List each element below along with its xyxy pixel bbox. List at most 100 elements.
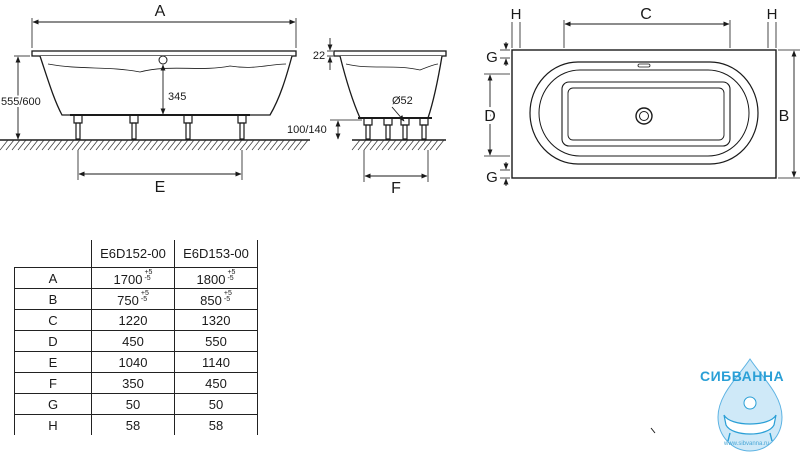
row-key: A <box>14 267 92 289</box>
cell-value: 450 <box>122 333 144 349</box>
floor-hatch-line <box>89 139 99 151</box>
column-header-model-1: E6D152-00 <box>91 240 175 268</box>
floor-hatch-line <box>387 139 397 151</box>
dim-label-e: E <box>155 179 166 196</box>
floor-hatch-line <box>53 139 63 151</box>
cell-value: 750 <box>117 292 139 308</box>
floor-hatch-line <box>269 139 279 151</box>
table-header-row: E6D152-00 E6D153-00 <box>14 240 258 268</box>
cell-model-2: 1320 <box>174 309 258 331</box>
cell-model-2: 58 <box>174 414 258 435</box>
floor-hatch-line <box>47 139 57 151</box>
floor-hatch-line <box>417 139 427 151</box>
floor-hatch-line <box>263 139 273 151</box>
tolerance-minus: -5 <box>140 295 148 303</box>
cell-model-2: 50 <box>174 393 258 415</box>
table-row: H 58 58 <box>14 414 258 435</box>
floor-hatch-line <box>11 139 21 151</box>
floor-hatch-line <box>197 139 207 151</box>
floor-hatch-line <box>17 139 27 151</box>
tolerance-plus: +5 <box>144 268 153 276</box>
floor-hatch-line <box>287 139 297 151</box>
dim-label-555-600: 555/600 <box>1 96 41 108</box>
dim-label-100-140: 100/140 <box>287 124 327 136</box>
floor-hatch-line <box>423 139 433 151</box>
floor-hatch-line <box>411 139 421 151</box>
column-header-model-2: E6D153-00 <box>174 240 258 268</box>
dim-label-345: 345 <box>168 91 186 103</box>
dim-label-c: C <box>640 6 652 23</box>
cell-value: 450 <box>205 375 227 391</box>
floor-hatch-line <box>59 139 69 151</box>
floor-hatch-line <box>257 139 267 151</box>
tolerance: +5-5 <box>227 269 235 282</box>
floor-hatch-line <box>155 139 165 151</box>
cell-value: 50 <box>208 396 224 412</box>
cell-model-2: 1800+5-5 <box>174 267 258 289</box>
row-key: G <box>14 393 92 415</box>
top-view <box>484 20 800 186</box>
floor-hatch-line <box>65 139 75 151</box>
tolerance: +5-5 <box>223 289 232 303</box>
floor-hatch-line <box>125 139 135 151</box>
floor-hatch-line <box>209 139 219 151</box>
side-view-short <box>327 38 447 182</box>
floor-hatch-line <box>41 139 51 151</box>
floor-hatch-line <box>113 139 123 151</box>
cell-model-1: 50 <box>91 393 175 415</box>
row-key: B <box>14 288 92 310</box>
floor-hatch-line <box>239 139 249 151</box>
cell-value: 58 <box>208 417 224 433</box>
stray-mark <box>650 427 656 434</box>
floor-hatch-line <box>149 139 159 151</box>
cell-model-2: 850+5-5 <box>174 288 258 310</box>
tolerance-minus: -5 <box>144 274 151 282</box>
cell-model-1: 450 <box>91 330 175 352</box>
floor-hatch-line <box>137 139 147 151</box>
floor-hatch-line <box>77 139 87 151</box>
cell-model-1: 350 <box>91 372 175 394</box>
cell-value: 58 <box>125 417 141 433</box>
dim-label-h-left: H <box>511 6 522 23</box>
cell-model-1: 1220 <box>91 309 175 331</box>
floor-hatch-line <box>173 139 183 151</box>
cell-model-2: 1140 <box>174 351 258 373</box>
floor-hatch-line <box>23 139 33 151</box>
cell-model-1: 58 <box>91 414 175 435</box>
floor-hatch-line <box>357 139 367 151</box>
floor-hatch-line <box>29 139 39 151</box>
tolerance-plus: +5 <box>223 289 232 297</box>
cell-value: 1220 <box>118 312 148 328</box>
floor-hatch-line <box>143 139 153 151</box>
row-key: H <box>14 414 92 435</box>
floor-hatch-line <box>351 139 361 151</box>
cell-value: 1700 <box>113 271 143 287</box>
floor-hatch-line <box>293 139 303 151</box>
floor-hatch-line <box>35 139 45 151</box>
dim-label-b: B <box>779 108 790 125</box>
cell-value: 550 <box>205 333 227 349</box>
dim-label-h-right: H <box>767 6 778 23</box>
floor-hatch-line <box>179 139 189 151</box>
floor-hatch-line <box>363 139 373 151</box>
floor-hatch-line <box>203 139 213 151</box>
cell-value: 850 <box>200 292 222 308</box>
side-view-long <box>0 18 310 180</box>
dim-label-diameter: Ø52 <box>392 95 413 107</box>
dim-label-f: F <box>391 180 401 197</box>
floor-hatch-line <box>71 139 81 151</box>
floor-hatch-line <box>95 139 105 151</box>
floor-hatch-line <box>215 139 225 151</box>
cell-model-1: 1040 <box>91 351 175 373</box>
dim-label-22: 22 <box>313 50 325 62</box>
table-corner <box>14 240 92 268</box>
cell-value: 1140 <box>202 354 230 370</box>
floor-hatch-line <box>245 139 255 151</box>
logo-site-text: www.sibvanna.ru <box>724 441 770 447</box>
floor-hatch-line <box>83 139 93 151</box>
floor-hatch-line <box>101 139 111 151</box>
